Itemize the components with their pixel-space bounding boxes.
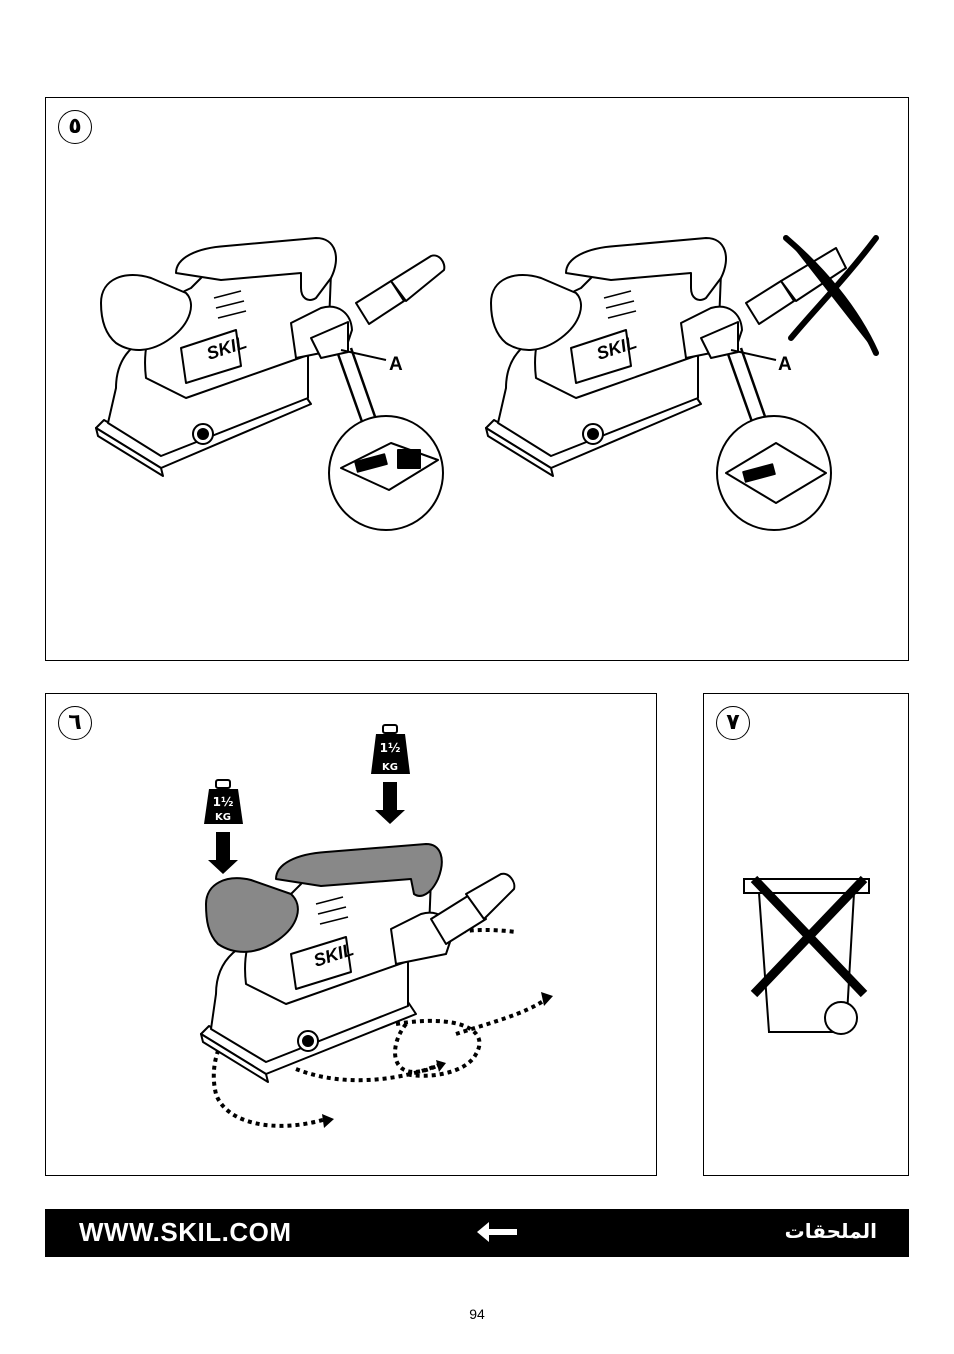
figure-panel-6: ٦ 1½ KG 1½ KG xyxy=(45,693,657,1176)
crossed-out-bin-icon xyxy=(743,875,870,1035)
figure-panel-7: ٧ xyxy=(703,693,909,1176)
weight-unit-left: KG xyxy=(215,812,231,823)
section-title: الملحقات xyxy=(784,1219,877,1243)
weight-icon-left xyxy=(204,779,243,874)
figure-number-6: ٦ xyxy=(58,706,92,740)
weight-unit-right: KG xyxy=(382,762,398,773)
label-a-left: A xyxy=(389,354,403,375)
weight-label-left: 1½ xyxy=(213,795,234,809)
weight-label-right: 1½ xyxy=(380,741,401,755)
page-number: 94 xyxy=(469,1306,485,1322)
label-a-right: A xyxy=(778,354,792,375)
footer-bar: WWW.SKIL.COM الملحقات xyxy=(45,1209,909,1257)
sander-pressure-motion-illustration: 1½ KG 1½ KG xyxy=(200,724,553,1128)
sander-with-adapter-illustration: SKIL A xyxy=(95,237,446,531)
figure-number-7: ٧ xyxy=(716,706,750,740)
website-url[interactable]: WWW.SKIL.COM xyxy=(79,1217,292,1247)
figure-number-5: ٥ xyxy=(58,110,92,144)
figure-panel-5: ٥ xyxy=(45,97,909,661)
weight-icon-right xyxy=(371,724,410,824)
arrow-left-icon xyxy=(477,1222,517,1242)
sander-crossed-hose-illustration: SKIL A xyxy=(485,235,879,531)
